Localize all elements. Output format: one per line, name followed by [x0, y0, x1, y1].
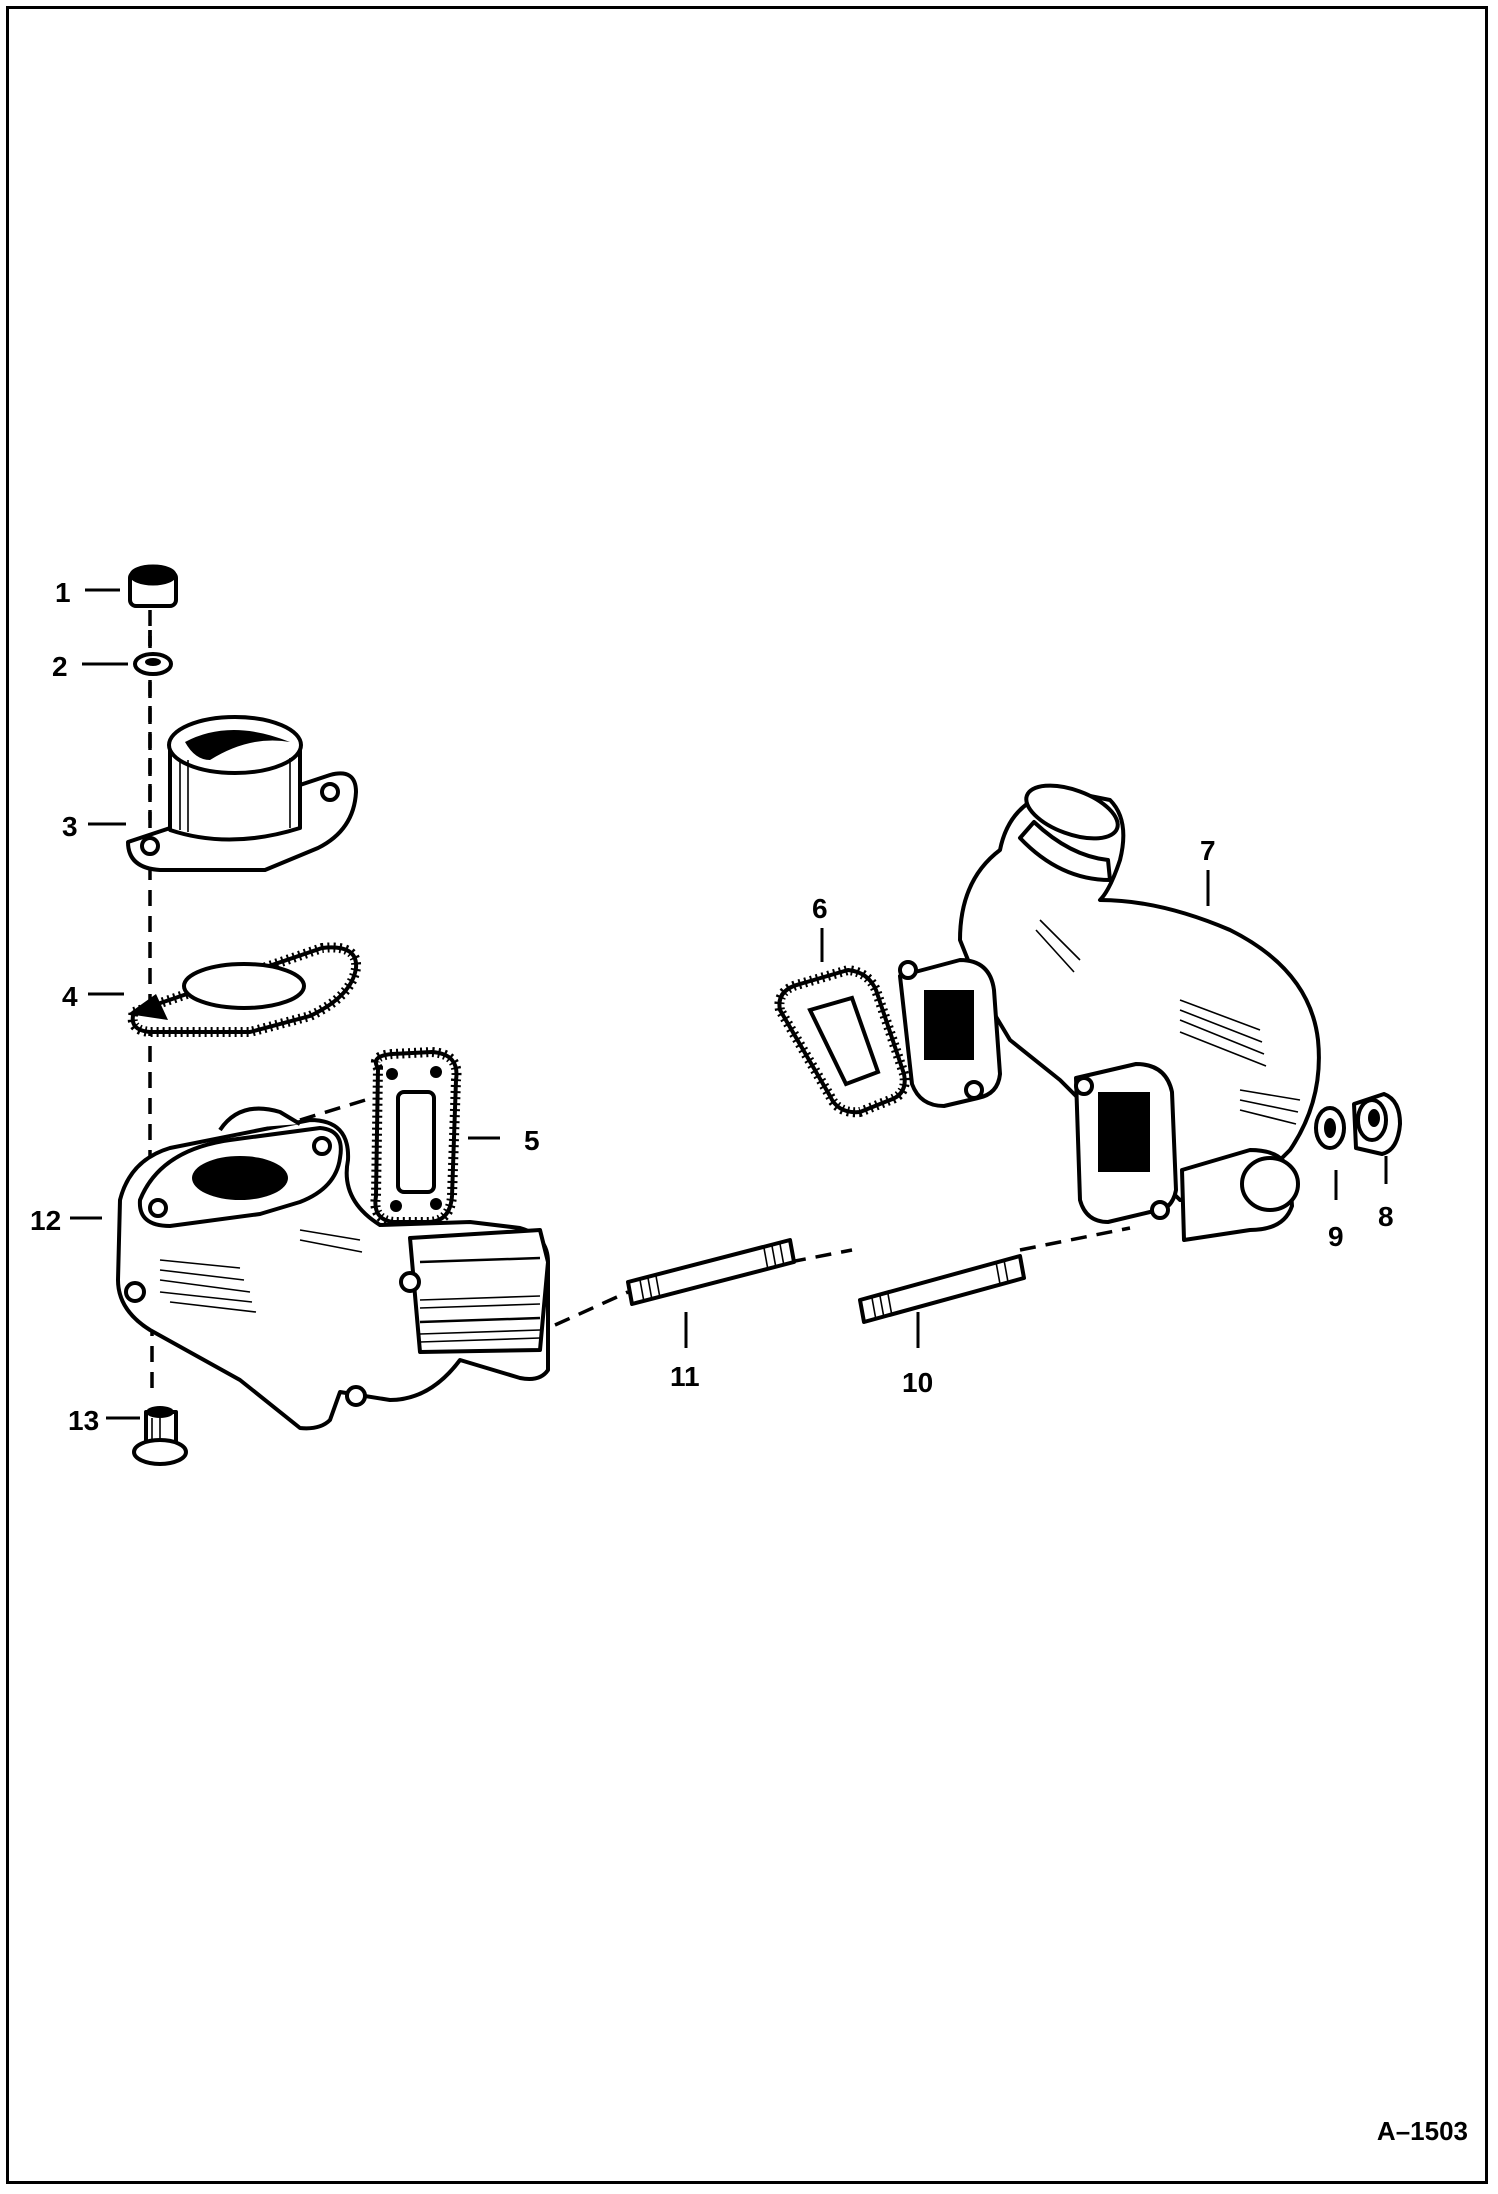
stud-alignment-line-right: [1019, 1226, 1131, 1252]
leader-lines: [70, 588, 1388, 1420]
part-10-stud: [858, 1254, 1026, 1324]
part-11-stud: [626, 1238, 796, 1306]
callout-10: 10: [902, 1367, 933, 1398]
callout-2: 2: [52, 651, 68, 682]
part-7-exhaust-manifold: [898, 783, 1321, 1242]
part-2-lock-washer: [133, 652, 173, 820]
gasket-5-alignment-line: [299, 1096, 373, 1122]
part-8-nut: [1352, 1092, 1402, 1156]
part-13-bolt: [132, 1406, 188, 1466]
callout-12: 12: [30, 1205, 61, 1236]
callout-6: 6: [812, 893, 828, 924]
stud-alignment-line-middle: [789, 1248, 853, 1264]
callout-4: 4: [62, 981, 78, 1012]
callout-3: 3: [62, 811, 78, 842]
stud-alignment-line-left: [554, 1290, 629, 1327]
part-9-washer: [1314, 1106, 1346, 1150]
part-5-gasket: [370, 1046, 462, 1227]
callout-8: 8: [1378, 1201, 1394, 1232]
callout-13: 13: [68, 1405, 99, 1436]
callout-1: 1: [55, 577, 71, 608]
part-3-outlet-housing: [126, 715, 358, 872]
part-6-gasket: [774, 964, 910, 1118]
callout-9: 9: [1328, 1221, 1344, 1252]
part-4-gasket: [127, 942, 362, 1037]
part-1-cap-nut: [128, 564, 178, 648]
figure-reference-number: A–1503: [1377, 2116, 1468, 2146]
callout-5: 5: [524, 1125, 540, 1156]
callout-11: 11: [670, 1361, 700, 1392]
callout-7: 7: [1200, 835, 1216, 866]
part-12-adapter-casting: [116, 1106, 550, 1431]
